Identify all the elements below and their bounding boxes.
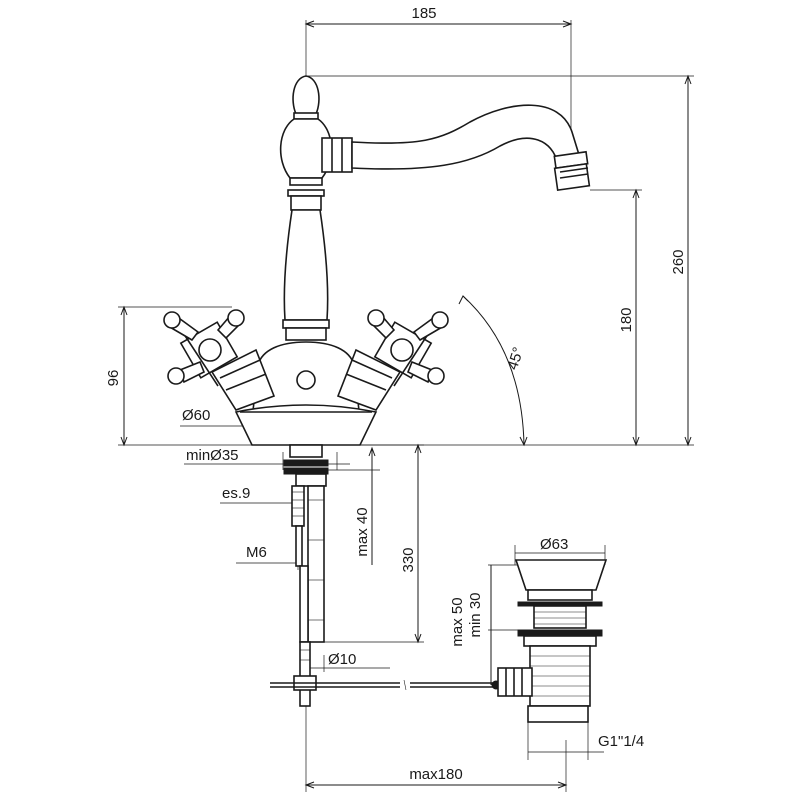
dim-max-deck: max 40 (354, 507, 371, 556)
dim-hose-length: 330 (400, 547, 417, 572)
left-cross-handle (163, 309, 276, 411)
dimension-lines (118, 20, 694, 792)
dim-handle-height: 96 (105, 370, 122, 387)
dim-total-height: 260 (670, 249, 687, 274)
dim-rod-reach: max180 (409, 766, 462, 783)
dim-waste-diameter: Ø63 (540, 536, 568, 553)
dimension-labels: 185 260 180 96 45° Ø60 minØ35 es.9 max 4… (105, 5, 687, 783)
dim-waste-max: max 50 (449, 597, 466, 646)
faucet-body (234, 75, 591, 446)
dim-spout-reach: 185 (411, 5, 436, 22)
pop-up-waste (497, 559, 608, 723)
right-cross-handle (336, 309, 449, 411)
dim-thread: M6 (246, 544, 267, 561)
dim-thickness: es.9 (222, 485, 250, 502)
under-deck-fittings (283, 444, 329, 643)
pop-up-rod (270, 641, 501, 707)
dim-base-diameter: Ø60 (182, 407, 210, 424)
dim-waste-thread: G1"1/4 (598, 733, 644, 750)
dim-spout-height: 180 (618, 307, 635, 332)
dim-waste-min: min 30 (467, 592, 484, 637)
dim-rod-diameter: Ø10 (328, 651, 356, 668)
dim-handle-angle: 45° (504, 345, 527, 372)
dim-hole-min: minØ35 (186, 447, 239, 464)
